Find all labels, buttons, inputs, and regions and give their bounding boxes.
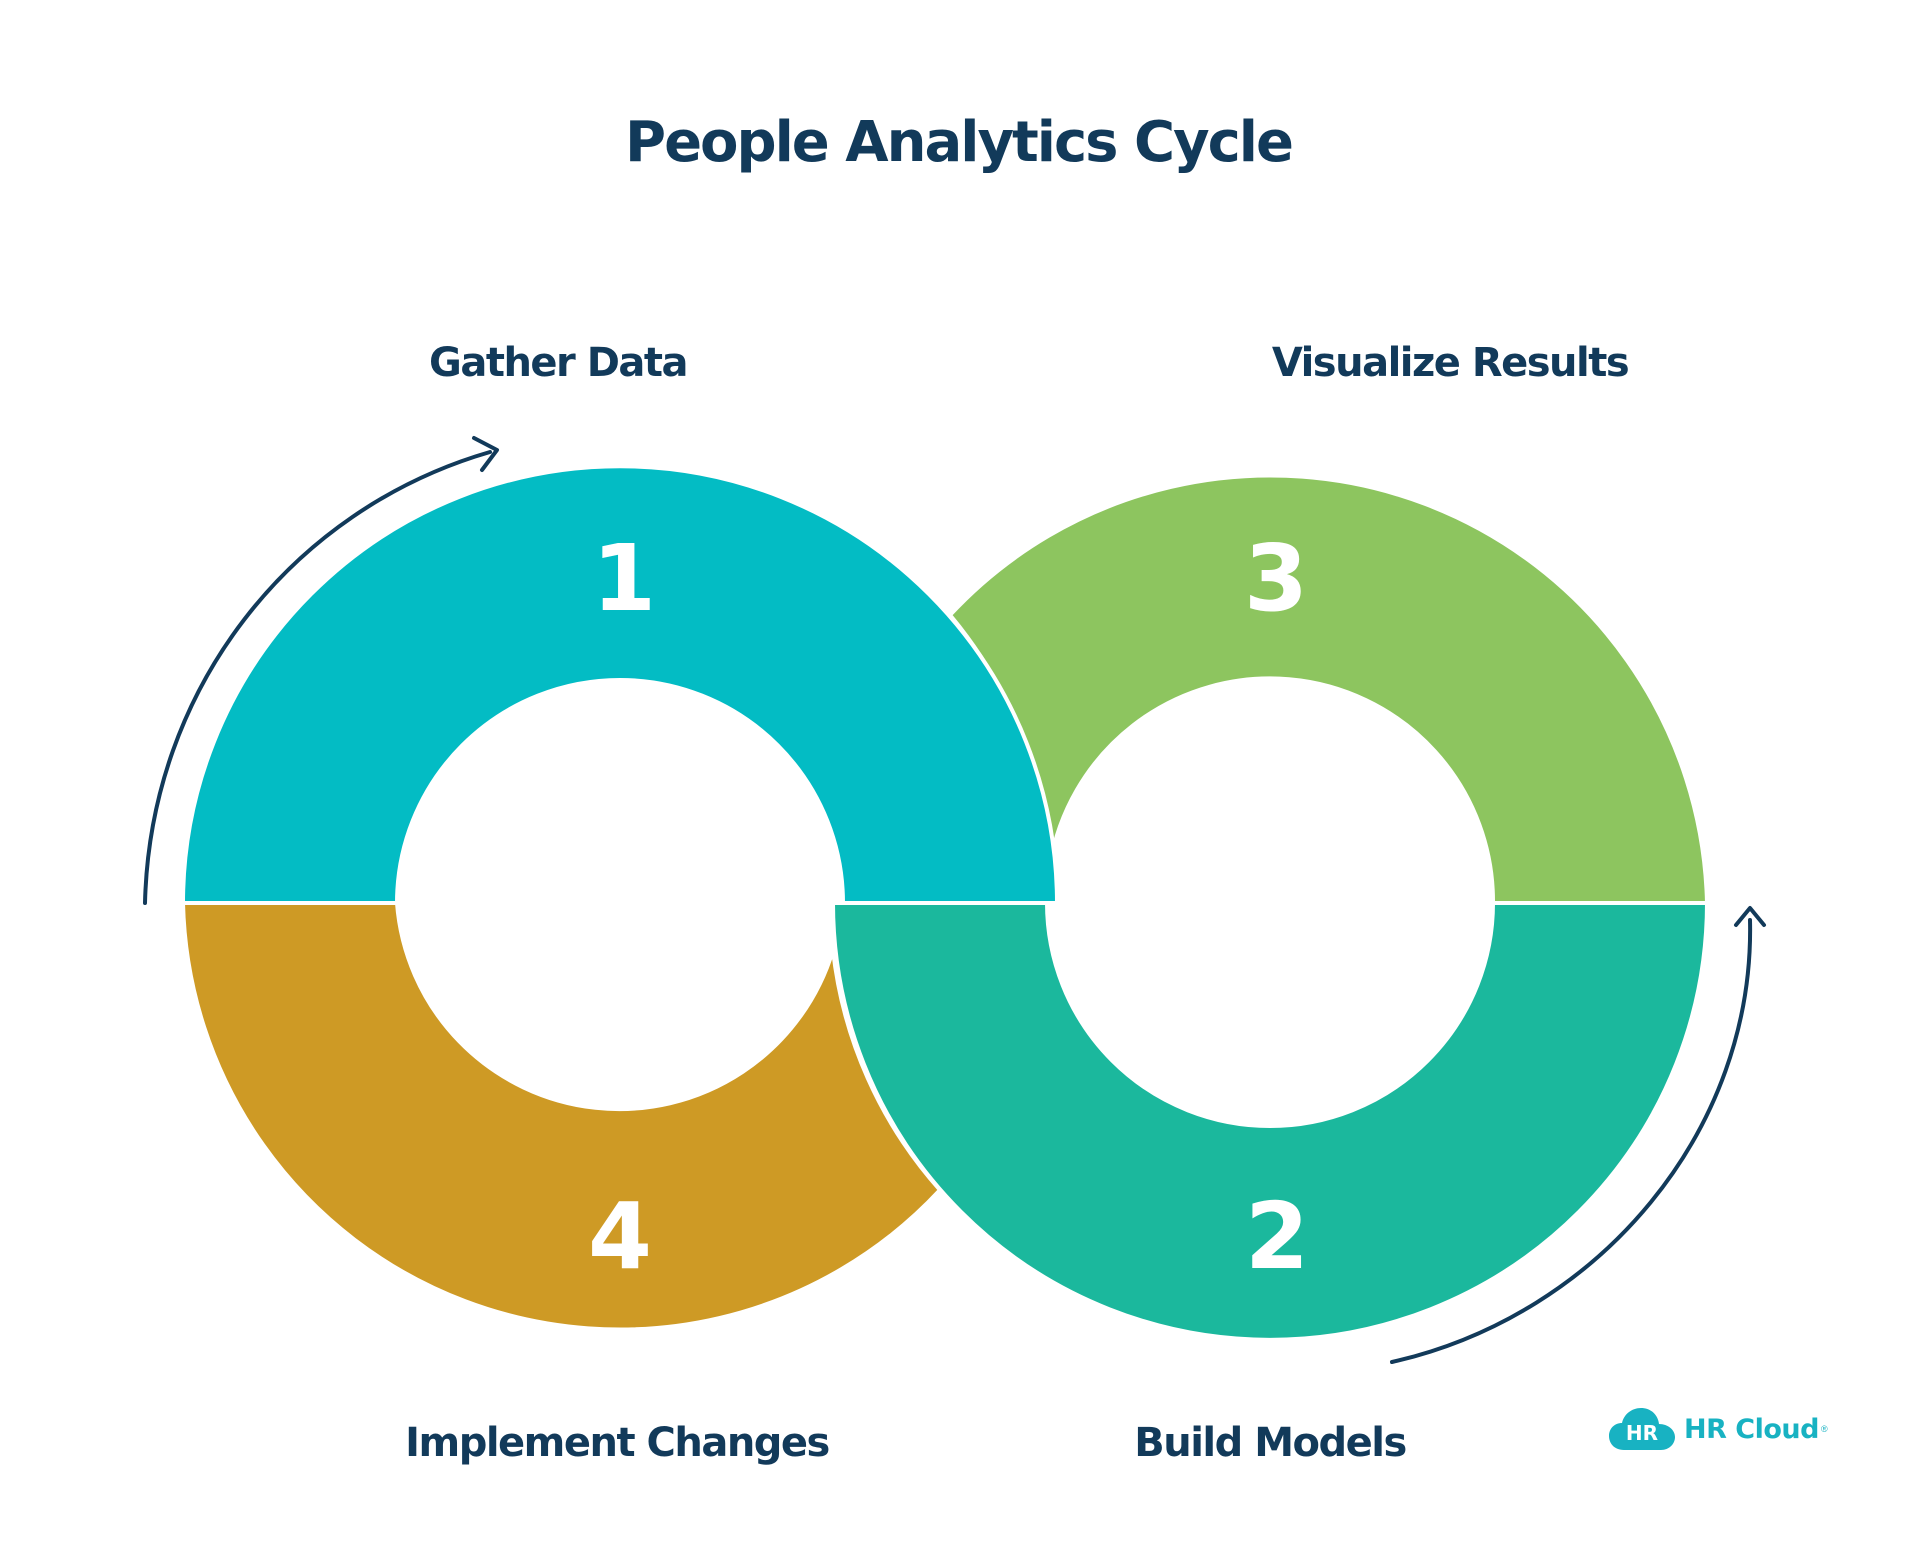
cycle-arrow-left-head-icon xyxy=(472,436,499,472)
cycle-arrow-right-head-icon xyxy=(1734,906,1766,927)
segment-4-implement-changes xyxy=(180,901,943,1332)
step-number-1: 1 xyxy=(592,525,656,632)
cycle-arrow-left xyxy=(143,450,492,905)
step-label-gather-data: Gather Data xyxy=(428,340,689,386)
step-label-implement-changes: Implement Changes xyxy=(405,1420,830,1466)
step-label-visualize-results: Visualize Results xyxy=(1271,340,1630,386)
step-number-2: 2 xyxy=(1245,1183,1309,1290)
cycle-arrow-right xyxy=(1390,918,1753,1364)
logo-badge-text: HR xyxy=(1626,1421,1658,1445)
step-label-build-models: Build Models xyxy=(1134,1420,1407,1466)
segment-2-build-models xyxy=(830,901,1710,1342)
page-title: People Analytics Cycle xyxy=(625,110,1294,175)
logo-registered-mark: ® xyxy=(1820,1424,1828,1434)
segment-1-gather-data xyxy=(180,464,1060,905)
segment-3-visualize-results xyxy=(947,473,1710,905)
step-number-3: 3 xyxy=(1244,525,1308,632)
step-number-4: 4 xyxy=(588,1183,652,1290)
cloud-icon: HR xyxy=(1609,1408,1675,1450)
logo-wordmark: HR Cloud xyxy=(1684,1413,1819,1445)
hr-cloud-logo: HR HR Cloud ® xyxy=(1608,1402,1828,1456)
